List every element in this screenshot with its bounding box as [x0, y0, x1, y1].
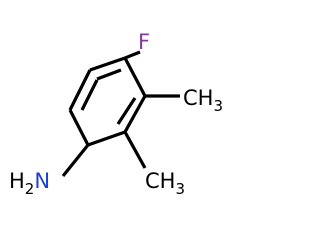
methyl-lower-label: CH3: [145, 169, 185, 198]
ring-bond-top-right: [123, 57, 147, 97]
amine-h-sub: 2: [25, 180, 35, 198]
molecule-structure: F CH3 CH3 H2N: [9, 30, 223, 198]
amine-n: N: [34, 169, 50, 193]
ring-double-bond-left: [80, 79, 99, 111]
fluorine-bond: [124, 50, 141, 60]
amine-label: H2N: [9, 169, 50, 198]
ring-bond-bottom-left: [68, 109, 90, 146]
ring-double-bond-top: [96, 68, 122, 81]
ring-bond-bottom-right: [87, 130, 126, 147]
ring-bond-right: [123, 95, 147, 133]
ring-bond-left: [68, 69, 92, 111]
ring-bond-top-left: [89, 56, 126, 72]
methyl-upper-sub: 3: [213, 97, 223, 115]
ring-double-bond-right: [116, 97, 137, 125]
methyl-upper-main: CH: [183, 86, 213, 110]
methyl-lower-sub: 3: [175, 180, 185, 198]
fluorine-label: F: [138, 30, 150, 54]
methyl-lower-bond: [123, 131, 147, 169]
amine-bond: [61, 143, 90, 178]
methyl-upper-label: CH3: [183, 86, 223, 115]
amine-h: H: [9, 169, 25, 193]
methyl-lower-main: CH: [145, 169, 175, 193]
